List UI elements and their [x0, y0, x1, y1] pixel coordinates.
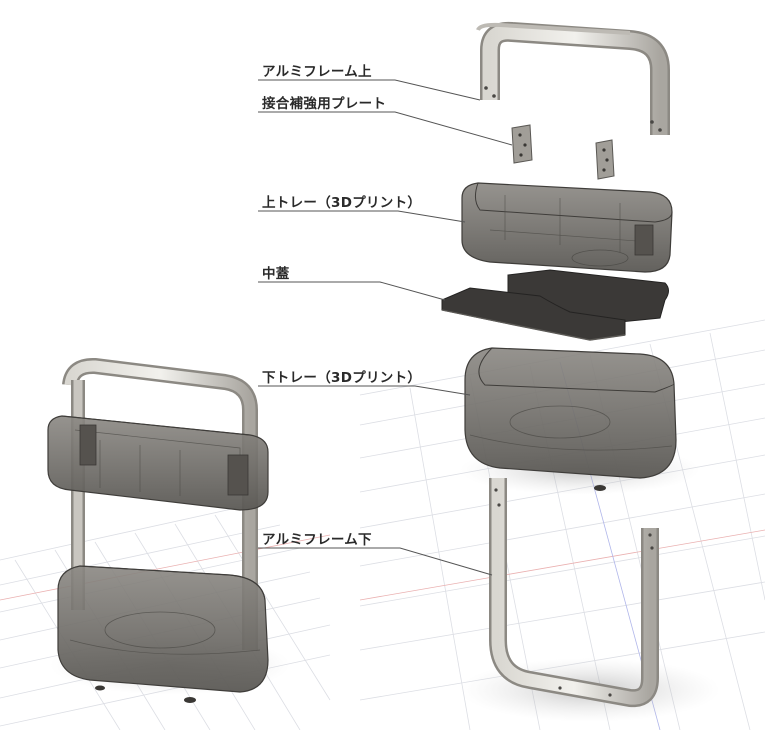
lower-aluminum-frame	[489, 478, 659, 708]
label-lower-tray: 下トレー（3Dプリント）	[262, 370, 422, 386]
leader-lines	[258, 79, 513, 576]
label-aluminum-frame-upper: アルミフレーム上	[262, 64, 372, 80]
leader-middle-lid	[258, 281, 446, 301]
middle-lid	[441, 269, 669, 341]
leader-lower-tray	[258, 385, 471, 396]
label-joint-reinforcement-plate: 接合補強用プレート	[262, 96, 387, 112]
lower-tray	[464, 347, 677, 491]
upper-tray	[461, 182, 673, 273]
joint-reinforcement-plates	[511, 124, 615, 180]
leader-joint-plate	[258, 111, 513, 146]
label-aluminum-frame-lower: アルミフレーム下	[262, 532, 372, 548]
leader-upper-tray	[258, 210, 466, 223]
label-middle-lid: 中蓋	[262, 266, 290, 282]
label-upper-tray: 上トレー（3Dプリント）	[262, 195, 422, 211]
upper-aluminum-frame	[476, 21, 670, 135]
assembled-product	[47, 357, 269, 703]
leader-aluminum-frame-lower	[258, 547, 493, 576]
leader-aluminum-frame-upper	[258, 79, 481, 101]
